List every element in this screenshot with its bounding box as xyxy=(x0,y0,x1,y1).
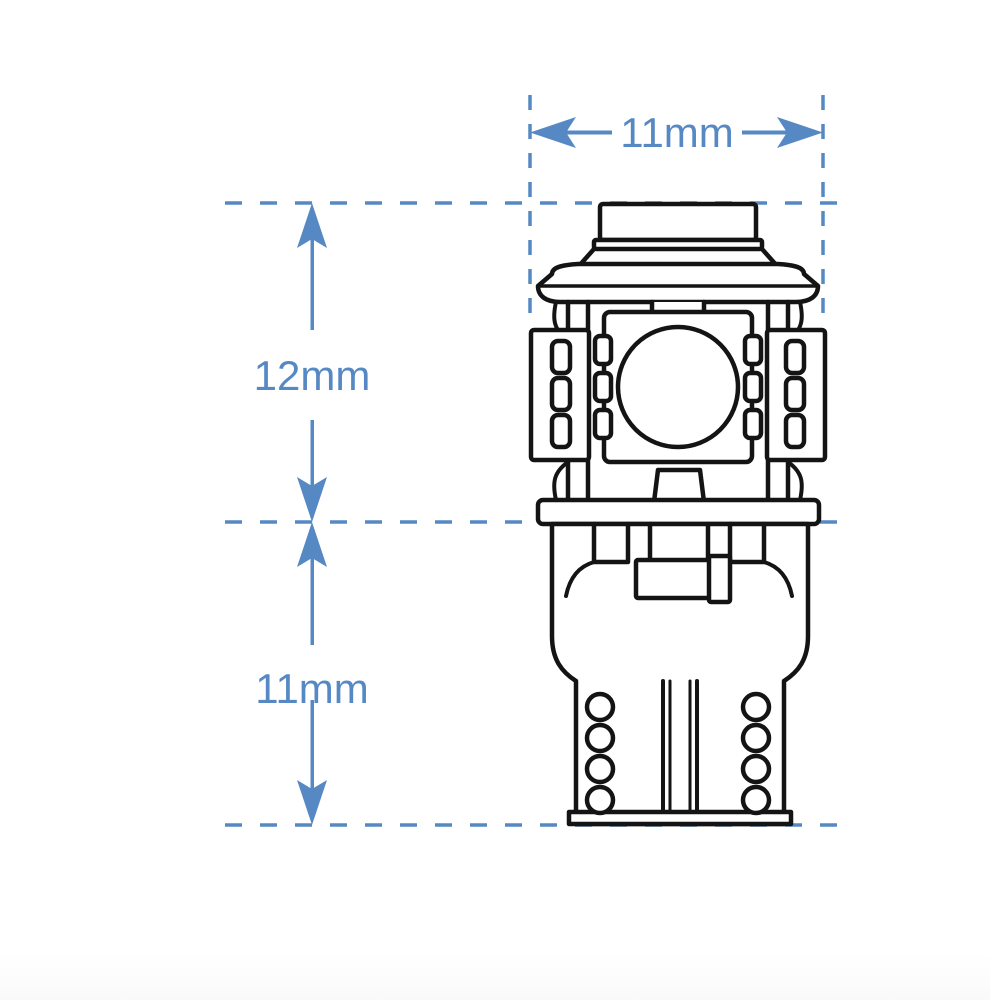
lower-center-tab xyxy=(651,467,707,505)
led-bulb-drawing xyxy=(528,201,828,827)
base-tab-right xyxy=(727,521,767,565)
base-inner-corner-left xyxy=(564,560,596,598)
right-panel-pad-1 xyxy=(783,338,807,376)
upper-height-arrow-bottom-shaft xyxy=(310,420,314,500)
lower-height-arrow-top-shaft xyxy=(310,545,314,645)
left-panel-pad-3 xyxy=(549,412,573,450)
left-panel-pad-2 xyxy=(549,375,573,413)
wedge-contact-hole-right-3 xyxy=(740,753,772,785)
wedge-contact-hole-right-4 xyxy=(740,784,772,816)
upper-height-arrow-bottom-head xyxy=(297,477,327,522)
width-arrow-right-head xyxy=(777,117,823,148)
front-chip-pad-left-3 xyxy=(592,407,614,441)
lower-height-dimension-label: 11mm xyxy=(255,665,369,712)
right-panel-pad-3 xyxy=(783,412,807,450)
wedge-contact-hole-left-4 xyxy=(584,784,616,816)
wedge-contact-hole-left-1 xyxy=(584,691,616,723)
mid-flange xyxy=(535,497,822,527)
width-dimension-label: 11mm xyxy=(620,109,734,156)
left-panel-pad-1 xyxy=(549,338,573,376)
upper-height-dimension-arrow xyxy=(297,203,327,522)
base-inner-corner-right xyxy=(762,560,794,598)
dimension-guide-lines xyxy=(225,95,837,827)
lower-height-arrow-top-head xyxy=(297,522,327,567)
wedge-base-foot xyxy=(566,809,794,827)
wedge-contact-hole-left-2 xyxy=(584,722,616,754)
width-arrow-right-shaft xyxy=(742,130,794,135)
front-led-lens xyxy=(615,324,741,450)
upper-height-arrow-top-head xyxy=(297,203,327,248)
smd-component-terminal xyxy=(706,553,733,605)
lower-height-arrow-bottom-shaft xyxy=(310,700,314,802)
body-shoulder-lower-left xyxy=(552,460,570,502)
lower-height-dimension-arrow xyxy=(297,522,327,825)
upper-height-arrow-top-shaft xyxy=(310,225,314,330)
upper-flange xyxy=(535,261,821,305)
wedge-contact-hole-left-3 xyxy=(584,753,616,785)
front-chip-pad-right-1 xyxy=(742,333,764,367)
front-chip-pad-right-2 xyxy=(742,370,764,404)
front-chip-pad-left-2 xyxy=(592,370,614,404)
lower-height-arrow-bottom-head xyxy=(297,780,327,825)
width-arrow-left-head xyxy=(530,117,576,148)
upper-height-dimension-label: 12mm xyxy=(254,352,371,399)
front-chip-pad-left-1 xyxy=(592,333,614,367)
wedge-contact-hole-right-2 xyxy=(740,722,772,754)
top-cap xyxy=(597,201,759,243)
right-panel-pad-2 xyxy=(783,375,807,413)
wedge-contact-hole-right-1 xyxy=(740,691,772,723)
width-arrow-left-shaft xyxy=(560,130,612,135)
base-tab-left xyxy=(591,521,631,565)
width-dimension-arrow xyxy=(530,117,823,148)
top-cap-collar xyxy=(591,237,765,252)
front-chip-pad-right-3 xyxy=(742,407,764,441)
smd-component-body xyxy=(633,557,719,601)
body-shoulder-lower-right xyxy=(786,460,804,502)
